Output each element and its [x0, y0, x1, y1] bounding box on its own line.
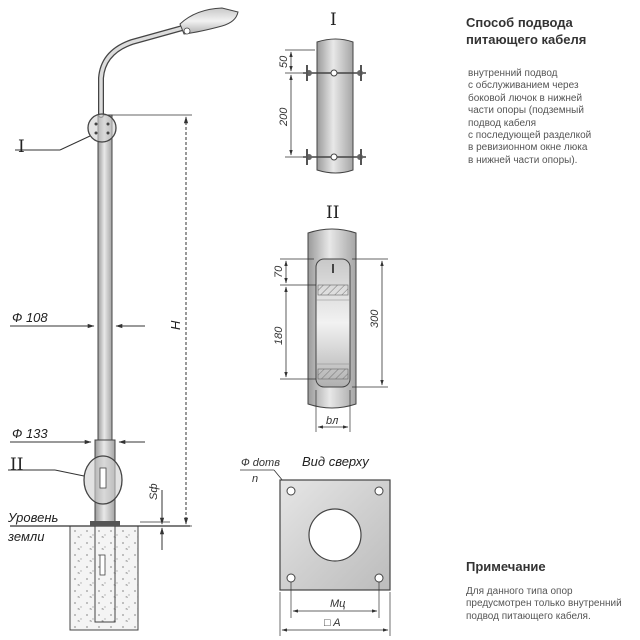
- detail-2-dim-180: 180: [273, 326, 285, 345]
- detail-1: I 50 200: [278, 10, 366, 174]
- diameter-133-label: Ф 133: [12, 426, 48, 441]
- detail-1-callout: I: [18, 137, 25, 157]
- top-view-hole-count: n: [252, 473, 258, 485]
- detail-2-callout: II: [10, 455, 23, 475]
- diameter-108-label: Ф 108: [12, 310, 48, 325]
- ground-label-line2: земли: [7, 529, 44, 544]
- supply-heading: Способ подвода питающего кабеля: [466, 14, 586, 48]
- supply-heading-line: Способ подвода: [466, 15, 573, 30]
- detail-1-dim-50: 50: [278, 55, 290, 68]
- detail-2: II 70 180 300 bл: [273, 203, 388, 432]
- detail-1-bolts-top: [303, 65, 366, 81]
- supply-description-line: внутренний подвод: [468, 68, 558, 79]
- supply-description-line: подвод кабеля: [468, 117, 536, 129]
- supply-heading-line: питающего кабеля: [466, 32, 587, 47]
- detail-1-bolts-bottom: [303, 149, 366, 165]
- detail-2-hatch: [315, 258, 351, 388]
- supply-description-line: боковой лючок в нижней: [468, 92, 583, 104]
- lamp-pole: I II Ф 108 Ф 133 H Sф Уровень земли: [7, 7, 239, 631]
- top-view-hole-label: Ф dотв: [241, 457, 280, 469]
- note-heading: Примечание: [466, 559, 546, 574]
- detail-1-circle: [87, 113, 117, 143]
- base-plate-hole: [374, 573, 384, 583]
- supply-description-line: в нижней части опоры).: [468, 154, 578, 166]
- note-text: Для данного типа опор предусмотрен тольк…: [466, 586, 622, 623]
- pole-upper-shaft: [97, 114, 113, 441]
- detail-2-dim-70: 70: [273, 265, 285, 278]
- base-plate-hole: [286, 573, 296, 583]
- note-text-line: предусмотрен только внутренний: [466, 598, 622, 610]
- ground-label-line1: Уровень: [7, 510, 59, 525]
- note-text-line: Для данного типа опор: [466, 586, 573, 597]
- detail-2-dim-width: bл: [326, 415, 338, 427]
- note-text-line: подвод питающего кабеля.: [466, 610, 591, 622]
- supply-description-line: с последующей разделкой: [468, 130, 592, 142]
- supply-description-line: с обслуживанием через: [468, 80, 579, 92]
- lamp-head: [179, 7, 239, 35]
- top-view-a-label: □ A: [324, 617, 341, 629]
- supply-description-line: части опоры (подземный: [468, 105, 584, 117]
- supply-description: внутренний подвод с обслуживанием через …: [468, 68, 591, 167]
- sf-label: Sф: [148, 483, 160, 500]
- detail-2-title: II: [326, 203, 339, 223]
- top-view: Вид сверху Ф dотв n Mц □ A: [240, 454, 391, 636]
- detail-1-dim-200: 200: [278, 107, 290, 127]
- top-view-mc-label: Mц: [330, 598, 345, 610]
- detail-1-title: I: [330, 10, 337, 30]
- base-plate-center-hole: [308, 508, 362, 562]
- base-plate-hole: [286, 486, 296, 496]
- foundation: [69, 525, 139, 631]
- base-plate-hole: [374, 486, 384, 496]
- detail-2-dim-300: 300: [369, 309, 381, 328]
- supply-description-line: в ревизионном окне люка: [468, 142, 588, 154]
- height-label: H: [168, 320, 183, 330]
- detail-1-tube: [316, 38, 354, 174]
- top-view-title: Вид сверху: [302, 454, 370, 469]
